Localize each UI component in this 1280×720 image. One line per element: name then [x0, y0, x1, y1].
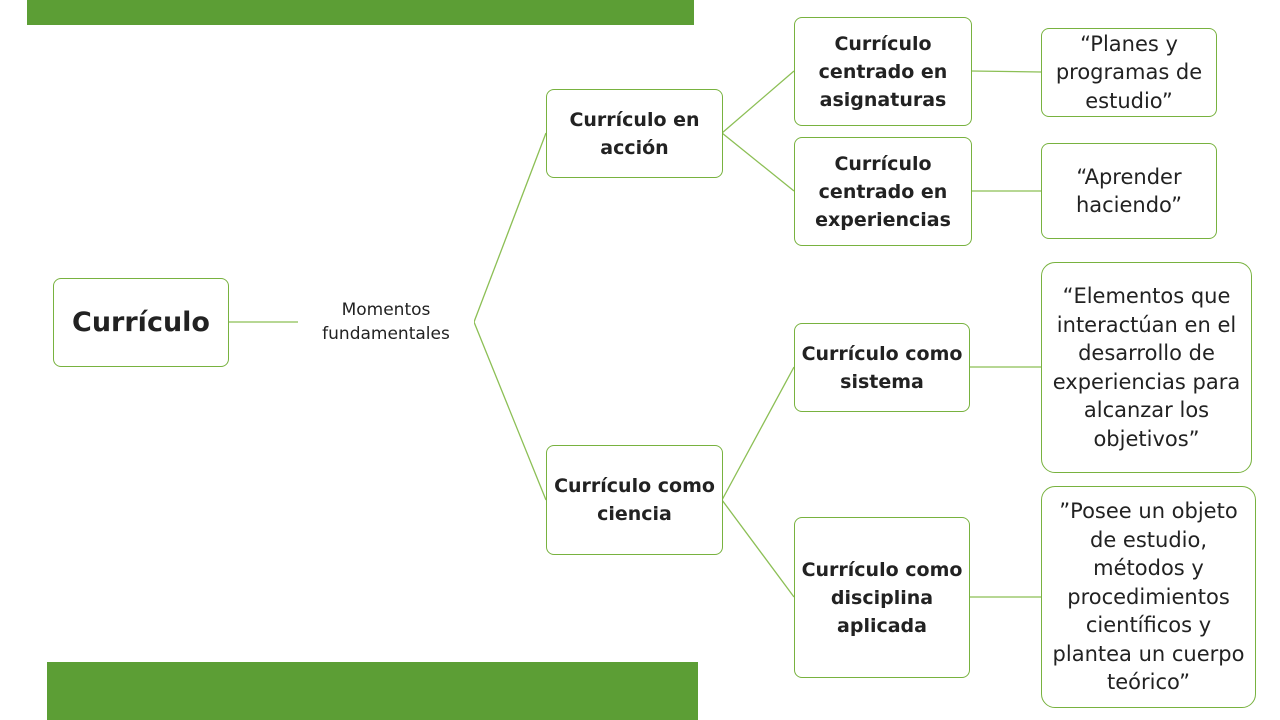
root-node-label: Currículo: [72, 307, 210, 338]
leaf-node-experiencias-label: Currículo centrado en experiencias: [815, 152, 951, 231]
edge-label: Momentos fundamentales: [298, 294, 474, 350]
leaf-node-disciplina-label: Currículo como disciplina aplicada: [801, 558, 963, 637]
leaf-node-asignaturas-label: Currículo centrado en asignaturas: [818, 32, 948, 111]
leaf-node-sistema: Currículo como sistema: [794, 323, 970, 412]
bottom-accent-bar: [47, 662, 698, 720]
branch-node-accion-label: Currículo en acción: [569, 108, 700, 159]
note-node-planes-text: “Planes y programas de estudio”: [1055, 31, 1203, 113]
note-node-elementos: “Elementos que interactúan en el desarro…: [1041, 262, 1252, 473]
connector-branch2-disciplina: [721, 499, 795, 598]
note-node-aprender: “Aprender haciendo”: [1041, 143, 1217, 239]
top-accent-bar: [27, 0, 694, 25]
leaf-node-experiencias: Currículo centrado en experiencias: [794, 137, 972, 246]
note-node-planes: “Planes y programas de estudio”: [1041, 28, 1217, 117]
branch-node-accion: Currículo en acción: [546, 89, 723, 178]
note-node-posee: ”Posee un objeto de estudio, métodos y p…: [1041, 486, 1256, 708]
connector-branch2-sistema: [721, 366, 795, 501]
branch-node-ciencia-label: Currículo como ciencia: [554, 475, 715, 525]
branch-node-ciencia: Currículo como ciencia: [546, 445, 723, 555]
leaf-node-sistema-label: Currículo como sistema: [801, 342, 963, 393]
note-node-aprender-text: “Aprender haciendo”: [1075, 164, 1183, 218]
root-node: Currículo: [53, 278, 229, 367]
note-node-elementos-text: “Elementos que interactúan en el desarro…: [1052, 284, 1241, 451]
connector-branch1-experiencias: [721, 132, 795, 192]
connector-branch1-asignaturas: [721, 70, 795, 134]
leaf-node-disciplina: Currículo como disciplina aplicada: [794, 517, 970, 678]
leaf-node-asignaturas: Currículo centrado en asignaturas: [794, 17, 972, 126]
edge-label-text: Momentos fundamentales: [322, 300, 450, 344]
note-node-posee-text: ”Posee un objeto de estudio, métodos y p…: [1052, 499, 1245, 695]
connector-label-branch1: [473, 132, 547, 323]
connector-label-branch2: [473, 321, 547, 501]
connector-asignaturas-note: [970, 70, 1042, 73]
